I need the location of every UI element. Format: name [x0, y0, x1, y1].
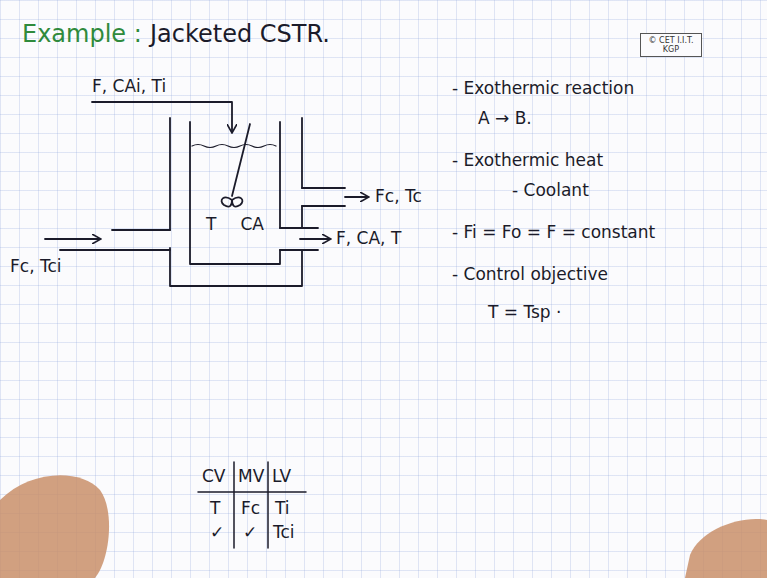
jacket-wall: [170, 118, 302, 286]
heading-prefix: Example :: [22, 20, 142, 49]
table-cell: ✓: [243, 522, 257, 542]
table-header: LV: [272, 466, 291, 486]
note-text: A → B.: [478, 108, 532, 128]
stream-label: Fc, Tc: [375, 186, 422, 206]
page-title: Jacketed CSTR.: [150, 20, 330, 49]
hand: [685, 519, 767, 578]
note-text: - Fi = Fo = F = constant: [452, 222, 655, 242]
jacket-wall: [301, 118, 303, 228]
node-text: CA: [240, 214, 264, 234]
node-text: T: [206, 214, 216, 234]
hand: [0, 475, 109, 578]
note-text: T = Tsp ·: [488, 302, 561, 322]
coolant-outlet-arrow: [345, 196, 368, 198]
stream-label: F, CAi, Ti: [92, 76, 166, 96]
note-text: - Exothermic reaction: [452, 78, 634, 98]
product-outlet-arrow: [300, 238, 330, 240]
table-cell: Tci: [273, 522, 295, 542]
note-text: - Exothermic heat: [452, 150, 603, 170]
table-header: CV: [202, 466, 226, 486]
table-rule: [198, 462, 306, 548]
liquid-level: [192, 145, 276, 148]
table-cell: ✓: [210, 522, 224, 542]
table-cell: T: [210, 498, 220, 518]
table-cell: Fc: [241, 498, 260, 518]
stream-label: F, CA, T: [336, 228, 401, 248]
stream-label: Fc, Tci: [10, 256, 62, 276]
note-text: - Control objective: [452, 264, 608, 284]
coolant-outlet-pipe: [302, 188, 345, 206]
agitator-impeller: [222, 197, 243, 206]
feed-line: [92, 102, 232, 132]
note-text: - Coolant: [512, 180, 589, 200]
reactor-contents: T CA: [194, 214, 276, 234]
table-cell: Ti: [275, 498, 290, 518]
node-text: © CET I.I.T. KGP: [644, 36, 698, 54]
coolant-inlet-pipe: [60, 230, 170, 250]
coolant-inlet-arrow: [45, 238, 100, 240]
logo-box: © CET I.I.T. KGP: [640, 33, 702, 57]
tank-wall: [190, 122, 280, 264]
table-header: MV: [238, 466, 264, 486]
agitator-shaft: [232, 124, 250, 196]
